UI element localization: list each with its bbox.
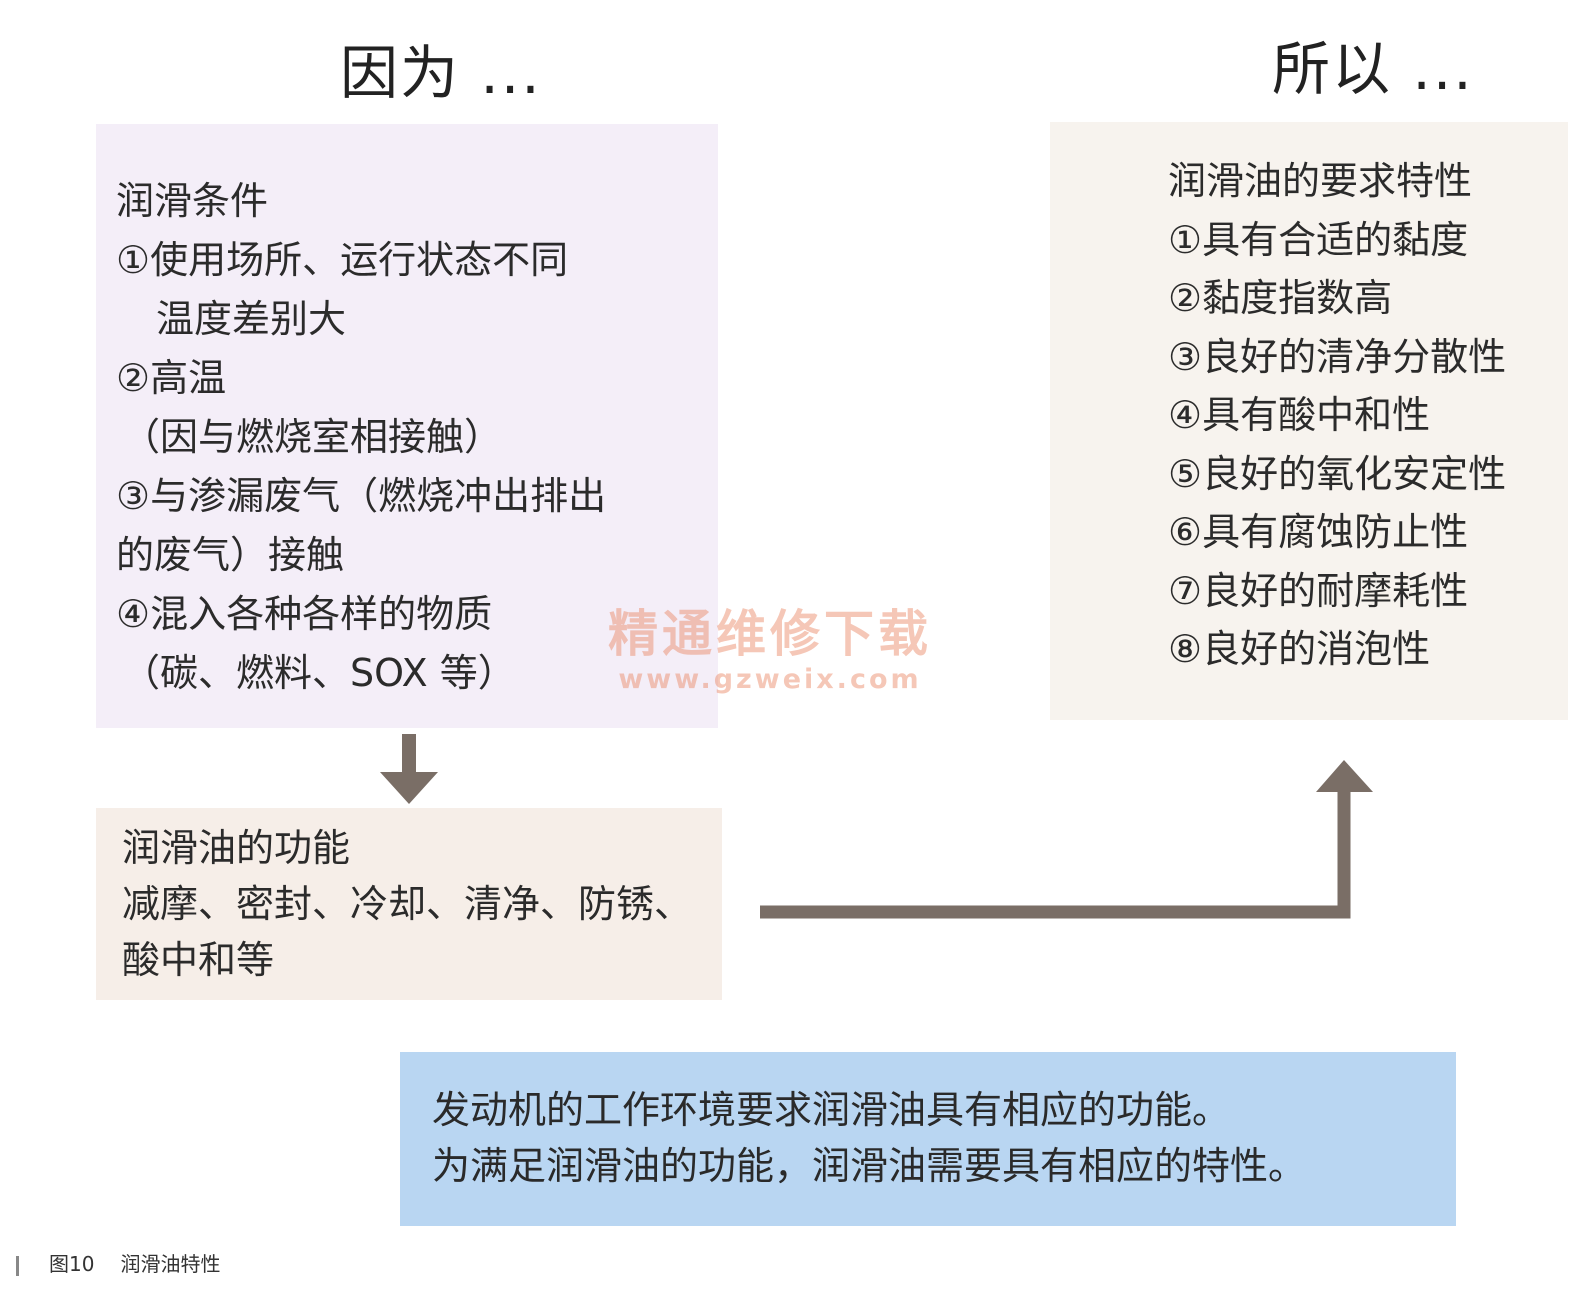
down-arrow-shaft [402,734,416,776]
condition-line: （碳、燃料、SOX 等） [122,651,516,695]
condition-line: （因与燃烧室相接触） [122,415,503,459]
conditions-title: 润滑条件 [116,179,269,223]
summary-line: 为满足润滑油的功能，润滑油需要具有相应的特性。 [432,1144,1307,1188]
heading-so: 所以 ... [1272,35,1474,103]
requirements-title: 润滑油的要求特性 [1168,159,1473,203]
requirement-item: ⑧良好的消泡性 [1168,627,1431,671]
functions-line: 减摩、密封、冷却、清净、防锈、 [122,882,693,926]
requirement-item: ⑤良好的氧化安定性 [1168,451,1507,496]
up-arrow-icon [760,760,1373,919]
functions-line: 酸中和等 [122,938,275,982]
watermark-url: www.gzweix.com [618,664,922,695]
figure-title: 润滑油特性 [120,1252,221,1276]
condition-line: ②高温 [116,356,227,400]
watermark: 精通维修下载 www.gzweix.com [608,604,932,696]
requirement-item: ⑦良好的耐摩耗性 [1168,568,1469,613]
condition-line: 的废气）接触 [116,533,345,577]
down-arrow-head [380,772,438,804]
required-properties-box: 润滑油的要求特性 ①具有合适的黏度 ②黏度指数高 ③良好的清净分散性 ④具有酸中… [1050,122,1568,720]
requirement-item: ④具有酸中和性 [1168,393,1431,437]
summary-line: 发动机的工作环境要求润滑油具有相应的功能。 [432,1088,1231,1132]
requirement-item: ③良好的清净分散性 [1168,334,1507,379]
condition-line: ④混入各种各样的物质 [116,592,493,636]
functions-title: 润滑油的功能 [122,826,351,870]
figure-number: 图10 [49,1252,95,1276]
condition-line: 温度差别大 [156,297,347,341]
figure-caption: 图10 润滑油特性 [16,1250,220,1278]
summary-box: 发动机的工作环境要求润滑油具有相应的功能。 为满足润滑油的功能，润滑油需要具有相… [400,1052,1456,1226]
requirement-item: ②黏度指数高 [1168,276,1393,320]
requirement-item: ①具有合适的黏度 [1168,217,1469,262]
lubrication-conditions-box: 润滑条件 ①使用场所、运行状态不同 温度差别大 ②高温 （因与燃烧室相接触） ③… [96,124,718,728]
down-arrow-icon [380,734,438,804]
requirement-item: ⑥具有腐蚀防止性 [1168,510,1469,554]
condition-line: ①使用场所、运行状态不同 [116,238,569,282]
heading-because: 因为 ... [340,39,542,107]
condition-line: ③与渗漏废气（燃烧冲出排出 [116,474,607,518]
watermark-text: 精通维修下载 [608,605,932,663]
up-arrow-head [1316,760,1373,792]
caption-bar [16,1255,19,1276]
oil-functions-box: 润滑油的功能 减摩、密封、冷却、清净、防锈、 酸中和等 [96,808,722,1000]
up-arrow-connector [760,790,1351,919]
